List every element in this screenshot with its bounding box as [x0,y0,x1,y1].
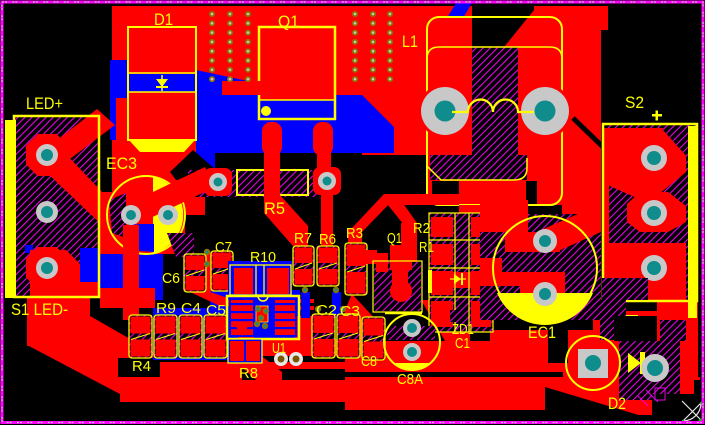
svg-text:S2: S2 [625,93,644,112]
svg-text:S1 LED-: S1 LED- [11,300,68,319]
svg-text:Q1: Q1 [278,12,299,31]
svg-text:L1: L1 [402,32,418,51]
svg-text:R5: R5 [264,199,285,218]
svg-text:C5: C5 [206,303,226,319]
svg-text:EC1: EC1 [528,323,556,342]
svg-text:U1: U1 [272,341,286,357]
svg-text:D1: D1 [154,10,173,29]
svg-text:C8A: C8A [397,372,423,388]
svg-text:R8: R8 [239,366,258,382]
svg-text:C3: C3 [340,304,360,320]
svg-text:D2: D2 [608,394,626,413]
svg-text:ZD1: ZD1 [452,322,474,338]
svg-text:C8: C8 [361,354,377,370]
svg-text:R7: R7 [294,231,312,247]
svg-text:EC3: EC3 [106,154,137,173]
svg-text:C6: C6 [162,271,180,287]
svg-text:C7: C7 [215,240,232,256]
svg-text:R9: R9 [156,301,176,317]
svg-text:C1: C1 [455,336,470,352]
svg-text:R4: R4 [132,359,151,375]
svg-text:R6: R6 [319,232,336,248]
svg-text:R2: R2 [413,221,430,237]
svg-text:C4: C4 [181,301,201,317]
svg-text:R1: R1 [419,240,434,256]
svg-text:R3: R3 [346,226,363,242]
svg-text:LED+: LED+ [26,94,63,113]
svg-text:Q1: Q1 [387,231,402,247]
svg-text:R10: R10 [250,250,276,266]
svg-text:C2: C2 [316,303,337,319]
